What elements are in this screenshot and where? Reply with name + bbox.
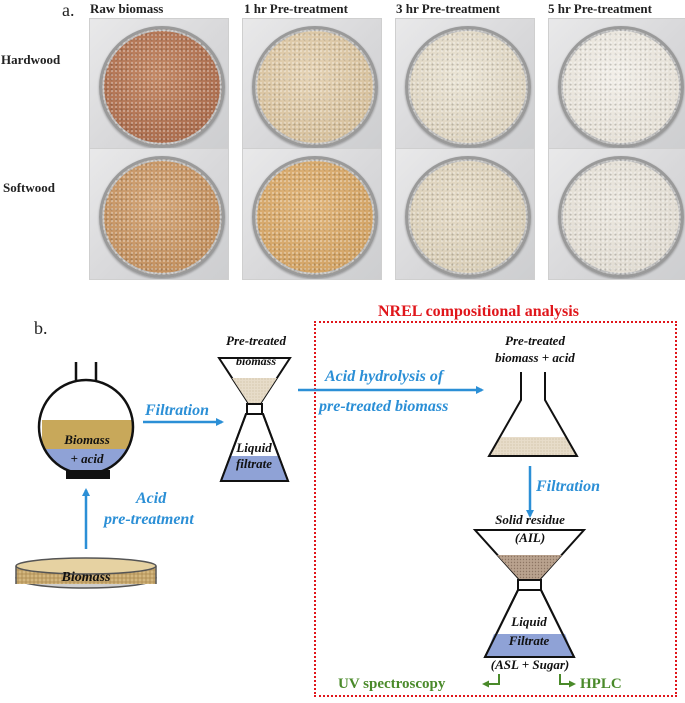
sample-dish (252, 26, 378, 148)
column-header-5hr: 5 hr Pre-treatment (548, 1, 652, 16)
photo-hardwood-1hr (242, 18, 382, 150)
pretreated-biomass-acid-label-2: biomass + acid (495, 350, 575, 365)
uv-spectroscopy-label: UV spectroscopy (338, 676, 446, 692)
filtration-setup-1 (217, 357, 292, 482)
filtration-setup-2 (472, 529, 587, 658)
pretreated-biomass-acid-label-1: Pre-treated (505, 333, 565, 348)
nrel-analysis-box (314, 321, 677, 697)
acid-hydrolysis-label-1: Acid hydrolysis of (325, 368, 444, 385)
liquid-filtrate-1-label-2: filtrate (235, 456, 273, 471)
acid-pretreatment-label-1: Acid (136, 490, 167, 507)
photo-hardwood-raw (89, 18, 229, 150)
nrel-box-title: NREL compositional analysis (378, 303, 579, 320)
acid-pretreatment-label-2: pre-treatment (104, 511, 194, 528)
flask-label-acid: + acid (70, 451, 104, 466)
sample-dish (252, 156, 378, 278)
asl-sugar-label: (ASL + Sugar) (490, 657, 570, 672)
column-header-1hr: 1 hr Pre-treatment (244, 1, 348, 16)
solid-residue-label: Solid residue (495, 512, 565, 527)
sample-dish (99, 156, 225, 278)
flask-label-biomass: Biomass (64, 432, 110, 447)
filtration-label-1: Filtration (145, 402, 210, 419)
photo-softwood-raw (89, 148, 229, 280)
hydrolysis-flask (487, 372, 579, 457)
pretreated-biomass-label-1: Pre-treated (226, 333, 286, 348)
panel-b-letter: b. (34, 318, 48, 338)
column-header-raw: Raw biomass (90, 1, 164, 16)
filtration-label-2: Filtration (536, 478, 601, 495)
liquid-filtrate-1-label-1: Liquid (236, 440, 272, 455)
row-header-hardwood: Hardwood (1, 52, 61, 67)
sample-dish (405, 26, 531, 148)
dish-label-biomass: Biomass (61, 570, 111, 585)
photo-softwood-1hr (242, 148, 382, 280)
sample-dish (558, 26, 684, 148)
sample-dish (405, 156, 531, 278)
arrow-hplc (559, 674, 576, 688)
panel-a-letter: a. (62, 0, 75, 20)
liquid-filtrate-2-label-1: Liquid (511, 614, 547, 629)
arrow-uv (482, 674, 500, 688)
ail-label: (AIL) (514, 530, 546, 545)
hplc-label: HPLC (580, 676, 622, 692)
sample-dish (99, 26, 225, 148)
photo-softwood-3hr (395, 148, 535, 280)
biomass-dish (15, 557, 157, 589)
pretreated-biomass-label-2: biomass (235, 354, 276, 368)
column-header-3hr: 3 hr Pre-treatment (396, 1, 500, 16)
sample-dish (558, 156, 684, 278)
photo-hardwood-5hr (548, 18, 685, 150)
row-header-softwood: Softwood (3, 180, 56, 195)
liquid-filtrate-2-label-2: Filtrate (508, 633, 550, 648)
photo-softwood-5hr (548, 148, 685, 280)
acid-hydrolysis-label-2: pre-treated biomass (319, 398, 449, 415)
